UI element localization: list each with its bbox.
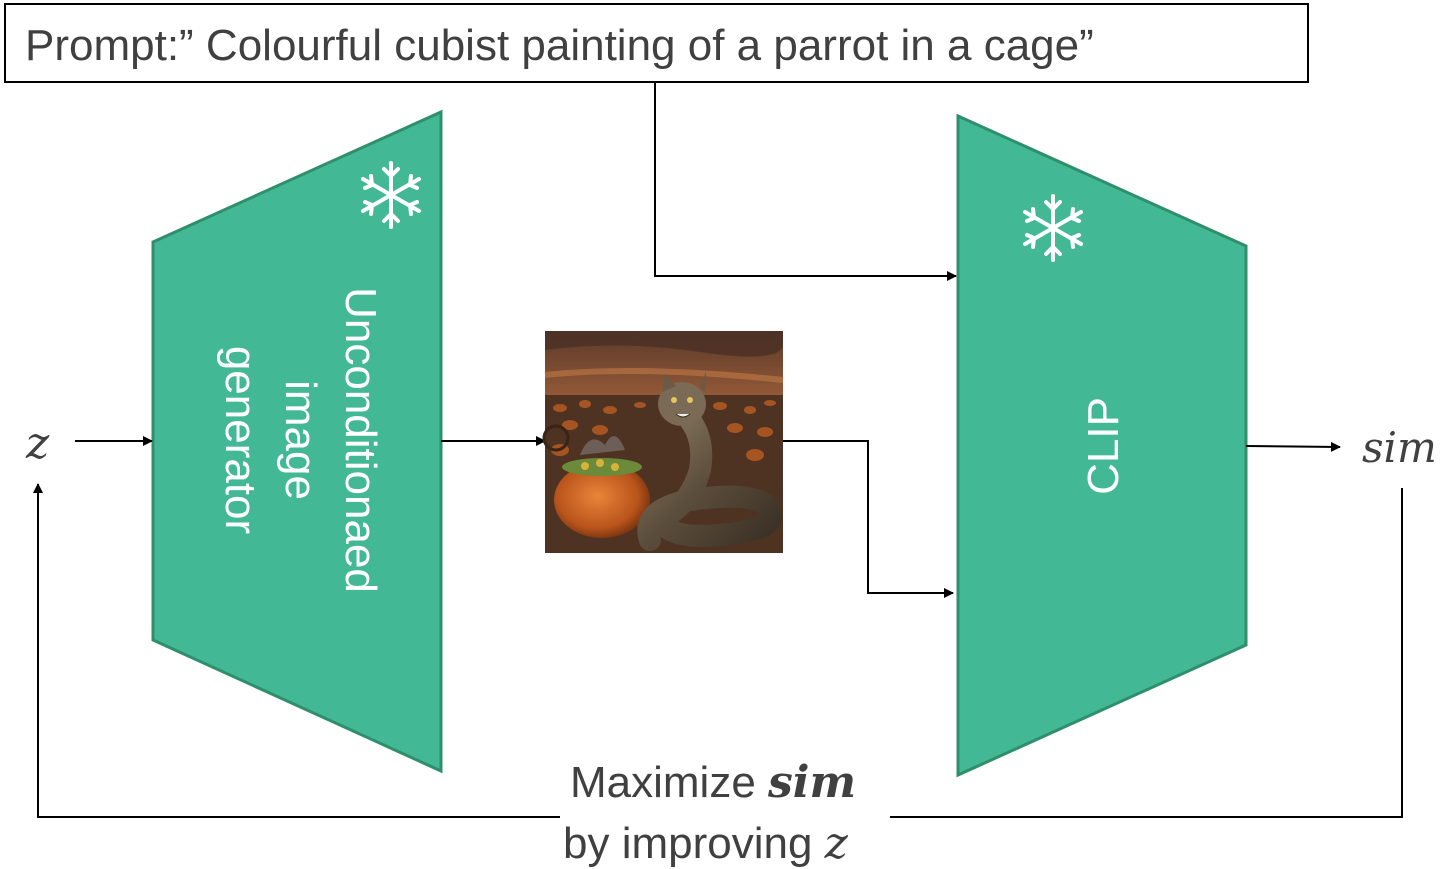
svg-text:Maximize sim: Maximize sim xyxy=(570,757,856,808)
snowflake-icon xyxy=(361,161,421,229)
clip-block: CLIP xyxy=(956,113,1248,778)
feedback-line-2-text: by improving xyxy=(563,819,825,868)
generator-trapezoid xyxy=(151,109,443,774)
image-generator-block: Unconditionaed image generator xyxy=(151,109,443,774)
generator-label-line-3: generator xyxy=(216,346,265,534)
generator-label-line-1: Unconditionaed xyxy=(336,287,385,593)
clip-to-sim-arrow xyxy=(1245,441,1341,452)
clip-label: CLIP xyxy=(1079,397,1128,495)
generator-label: Unconditionaed image generator xyxy=(216,287,385,593)
prompt-to-clip-arrow xyxy=(654,82,957,281)
generated-image-thumbnail xyxy=(542,331,784,553)
output-sim-symbol: sim xyxy=(1362,423,1437,472)
clip-trapezoid xyxy=(956,113,1248,778)
generator-label-line-2: image xyxy=(276,380,325,500)
prompt-text: Prompt:” Colourful cubist painting of a … xyxy=(25,21,1094,70)
feedback-line-2-symbol: z xyxy=(824,818,849,869)
input-z-symbol: z xyxy=(25,418,50,469)
image-to-clip-arrow xyxy=(783,440,954,598)
feedback-label: Maximize sim by improving z xyxy=(560,757,890,869)
svg-text:by improving z: by improving z xyxy=(563,818,849,869)
prompt-box: Prompt:” Colourful cubist painting of a … xyxy=(4,3,1309,83)
feedback-line-1-symbol: sim xyxy=(767,757,856,808)
snowflake-icon xyxy=(1023,194,1083,262)
feedback-line-1-text: Maximize xyxy=(570,758,768,807)
